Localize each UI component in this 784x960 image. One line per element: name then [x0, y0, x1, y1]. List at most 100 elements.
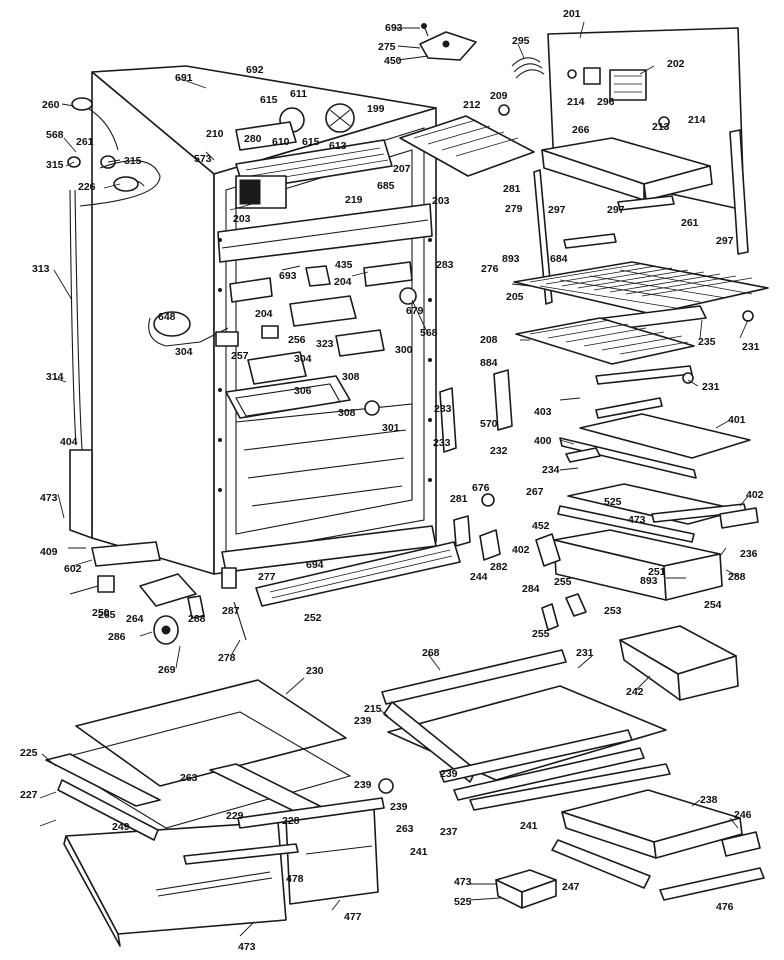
callout-268: 268 [422, 647, 440, 659]
drain-and-tubes [67, 97, 161, 207]
callout-235: 235 [698, 336, 716, 348]
callout-205: 205 [506, 291, 524, 303]
callout-226: 226 [78, 181, 96, 193]
callout-676: 676 [472, 482, 490, 494]
callout-228: 228 [282, 815, 300, 827]
callout-568: 568 [420, 327, 438, 339]
callout-215: 215 [364, 703, 382, 715]
callout-473: 473 [628, 514, 646, 526]
callout-473: 473 [238, 941, 256, 953]
callout-252: 252 [304, 612, 322, 624]
callout-884: 884 [480, 357, 498, 369]
callout-893: 893 [640, 575, 658, 587]
callout-473: 473 [40, 492, 58, 504]
callout-201: 201 [563, 8, 581, 20]
freezer-components [148, 103, 417, 419]
callout-249: 249 [112, 821, 130, 833]
callout-261: 261 [76, 136, 94, 148]
callout-230: 230 [306, 665, 324, 677]
callout-691: 691 [175, 72, 193, 84]
callout-279: 279 [505, 203, 523, 215]
callout-281: 281 [450, 493, 468, 505]
callout-287: 287 [222, 605, 240, 617]
callout-286: 286 [108, 631, 126, 643]
callout-284: 284 [522, 583, 540, 595]
fresh-food-shelves-right [439, 261, 769, 631]
callout-251: 251 [648, 566, 666, 578]
refrigerator-cabinet [69, 65, 437, 575]
callout-267: 267 [526, 486, 544, 498]
callout-257: 257 [231, 350, 249, 362]
callout-297: 297 [716, 235, 734, 247]
leader-lines [39, 21, 749, 937]
callout-203: 203 [233, 213, 251, 225]
callout-692: 692 [246, 64, 264, 76]
callout-613: 613 [329, 140, 347, 152]
callout-280: 280 [244, 133, 262, 145]
callout-231: 231 [576, 647, 594, 659]
callout-241: 241 [520, 820, 538, 832]
callout-573: 573 [194, 153, 212, 165]
callout-219: 219 [345, 194, 363, 206]
callout-610: 610 [272, 136, 290, 148]
callout-615: 615 [260, 94, 278, 106]
callout-213: 213 [652, 121, 670, 133]
callout-265: 265 [98, 609, 116, 621]
callout-283: 283 [436, 259, 454, 271]
callout-236: 236 [740, 548, 758, 560]
callout-250: 250 [92, 607, 110, 619]
callout-308: 308 [338, 407, 356, 419]
callout-401: 401 [728, 414, 746, 426]
callout-255: 255 [554, 576, 572, 588]
callout-525: 525 [604, 496, 622, 508]
callout-269: 269 [158, 664, 176, 676]
callout-225: 225 [20, 747, 38, 759]
callout-204: 204 [334, 276, 352, 288]
callout-233: 233 [433, 437, 451, 449]
callout-234: 234 [542, 464, 560, 476]
callout-208: 208 [480, 334, 498, 346]
callout-277: 277 [258, 571, 276, 583]
callout-266: 266 [572, 124, 590, 136]
crisper-assembly [45, 679, 394, 947]
callout-402: 402 [746, 489, 764, 501]
callout-288: 288 [188, 613, 206, 625]
callout-253: 253 [604, 605, 622, 617]
callout-403: 403 [534, 406, 552, 418]
callout-261: 261 [681, 217, 699, 229]
callout-693: 693 [279, 270, 297, 282]
callout-400: 400 [534, 435, 552, 447]
callout-611: 611 [290, 88, 307, 100]
callout-648: 648 [158, 311, 176, 323]
callout-209: 209 [490, 90, 508, 102]
callout-315: 315 [46, 159, 64, 171]
callout-241: 241 [410, 846, 428, 858]
callout-232: 232 [490, 445, 508, 457]
callout-301: 301 [382, 422, 400, 434]
callout-214: 214 [567, 96, 585, 108]
callout-278: 278 [218, 652, 236, 664]
callout-693: 693 [385, 22, 403, 34]
callout-256: 256 [288, 334, 306, 346]
callout-525: 525 [454, 896, 472, 908]
callout-409: 409 [40, 546, 58, 558]
callout-308: 308 [342, 371, 360, 383]
callout-233: 233 [434, 403, 452, 415]
callout-239: 239 [440, 768, 458, 780]
callout-203: 203 [432, 195, 450, 207]
callout-304: 304 [175, 346, 193, 358]
callout-602: 602 [64, 563, 82, 575]
callout-313: 313 [32, 263, 50, 275]
callout-254: 254 [704, 599, 722, 611]
callout-239: 239 [354, 779, 372, 791]
callout-247: 247 [562, 881, 580, 893]
callout-679: 679 [406, 305, 424, 317]
lower-right-shelves [381, 625, 765, 909]
callout-231: 231 [742, 341, 760, 353]
callout-893: 893 [502, 253, 520, 265]
callout-260: 260 [42, 99, 60, 111]
callout-452: 452 [532, 520, 550, 532]
callout-244: 244 [470, 571, 488, 583]
callout-570: 570 [480, 418, 498, 430]
